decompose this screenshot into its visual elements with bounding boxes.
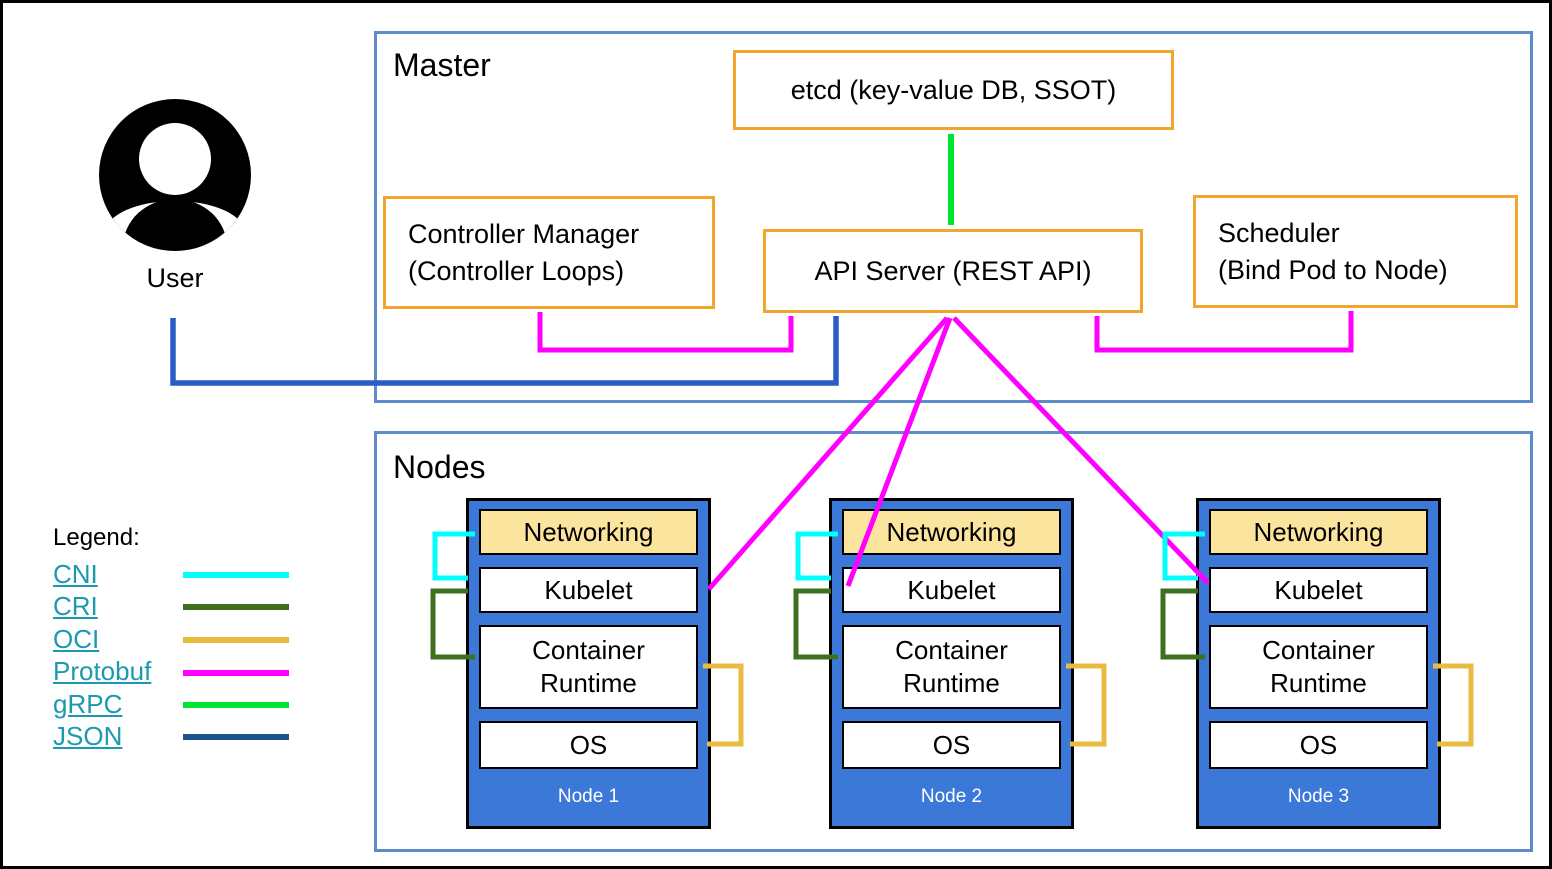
legend-link-protobuf[interactable]: Protobuf [53,656,152,686]
node-2: Networking Kubelet Container Runtime OS … [829,498,1074,829]
networking-layer: Networking [1209,509,1428,555]
container-runtime-layer: Container Runtime [1209,625,1428,709]
legend-link-cri[interactable]: CRI [53,591,98,621]
legend-link-cni[interactable]: CNI [53,559,98,589]
os-layer: OS [842,721,1061,769]
node-3: Networking Kubelet Container Runtime OS … [1196,498,1441,829]
controller-manager-box: Controller Manager (Controller Loops) [383,196,715,309]
kubelet-layer: Kubelet [842,567,1061,613]
controller-manager-label-line2: (Controller Loops) [408,255,625,286]
user-icon-shoulders [123,199,227,251]
etcd-box: etcd (key-value DB, SSOT) [733,50,1174,130]
legend-link-json[interactable]: JSON [53,721,123,751]
user-icon-head [139,123,211,195]
kubelet-layer: Kubelet [479,567,698,613]
node-1: Networking Kubelet Container Runtime OS … [466,498,711,829]
controller-manager-label-line1: Controller Manager [408,218,640,249]
user-label: User [146,263,204,293]
node-1-label: Node 1 [557,786,620,807]
master-section-title: Master [393,47,491,83]
scheduler-label-line1: Scheduler [1218,217,1340,248]
legend-link-oci[interactable]: OCI [53,624,100,654]
user-icon [97,97,253,253]
user-avatar-icon [99,99,251,251]
etcd-label: etcd (key-value DB, SSOT) [790,74,1117,105]
container-runtime-layer: Container Runtime [479,625,698,709]
api-server-box: API Server (REST API) [763,229,1143,313]
os-layer: OS [479,721,698,769]
networking-layer: Networking [842,509,1061,555]
nodes-section-title: Nodes [393,449,486,485]
node-3-label: Node 3 [1287,786,1350,807]
node-2-label: Node 2 [920,786,983,807]
legend-link-grpc[interactable]: gRPC [53,689,123,719]
kubelet-layer: Kubelet [1209,567,1428,613]
os-layer: OS [1209,721,1428,769]
container-runtime-layer: Container Runtime [842,625,1061,709]
api-server-label: API Server (REST API) [814,255,1092,286]
legend-title: Legend: [53,524,140,551]
scheduler-label-line2: (Bind Pod to Node) [1218,254,1448,285]
scheduler-box: Scheduler (Bind Pod to Node) [1193,195,1518,308]
networking-layer: Networking [479,509,698,555]
